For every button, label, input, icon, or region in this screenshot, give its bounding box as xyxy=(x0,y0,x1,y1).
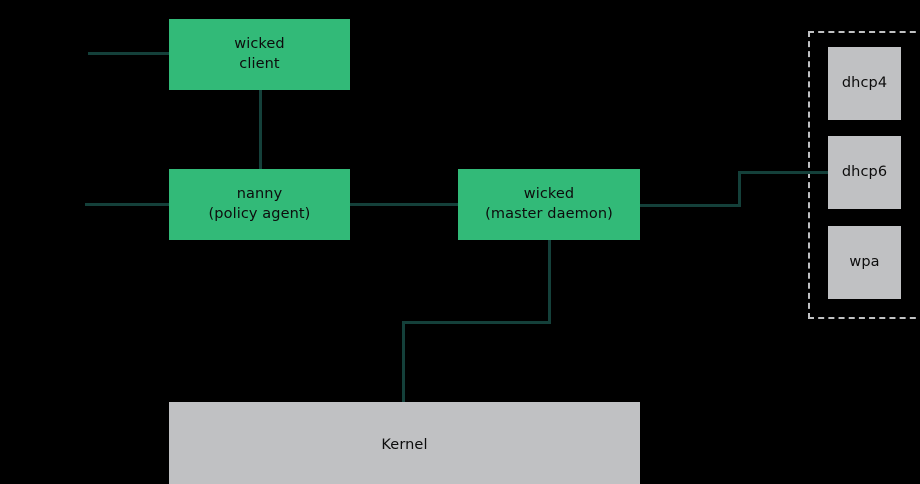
edge-master-to-kernel-segment-2 xyxy=(402,321,551,324)
edge-external-to-client xyxy=(88,52,169,55)
edge-master-to-supplicants-segment-2 xyxy=(738,172,741,207)
node-dhcp6[interactable]: dhcp6 xyxy=(828,136,901,209)
edge-master-to-kernel-segment-1 xyxy=(548,240,551,324)
node-wpa[interactable]: wpa xyxy=(828,226,901,299)
node-kernel[interactable]: Kernel xyxy=(169,402,640,484)
supplicants-group-box xyxy=(808,31,920,319)
node-nanny[interactable]: nanny (policy agent) xyxy=(169,169,350,240)
edge-master-to-supplicants-segment-3 xyxy=(738,171,828,174)
node-wicked-client[interactable]: wicked client xyxy=(169,19,350,90)
edge-master-to-kernel-segment-3 xyxy=(402,321,405,402)
edge-external-to-nanny xyxy=(85,203,169,206)
edge-master-to-supplicants-segment-1 xyxy=(640,204,740,207)
edge-client-to-nanny xyxy=(259,90,262,169)
node-dhcp4[interactable]: dhcp4 xyxy=(828,47,901,120)
node-wicked-master-daemon[interactable]: wicked (master daemon) xyxy=(458,169,640,240)
edge-nanny-to-master xyxy=(350,203,458,206)
